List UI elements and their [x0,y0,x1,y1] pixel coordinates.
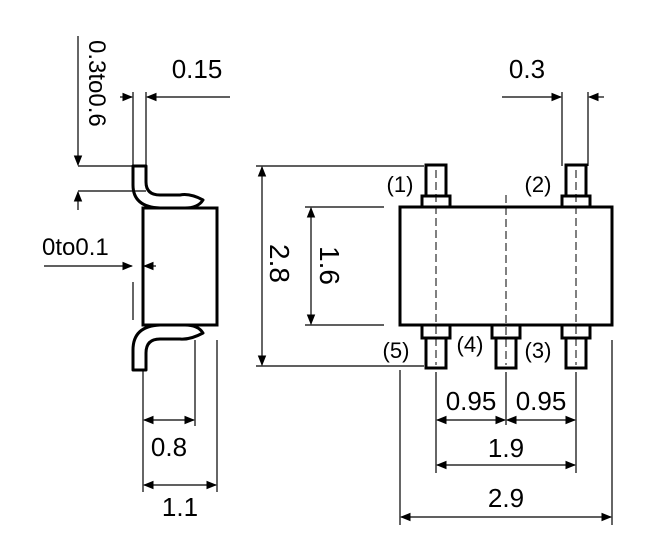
top-view [398,163,614,370]
dim-standoff: 0to0.1 [42,234,109,261]
dim-pin-span: 1.9 [488,433,524,463]
dim-lead-thickness-side: 0.15 [172,54,223,84]
pin2-lead [564,163,588,198]
pin-label-3: (3) [525,338,552,363]
dim-body-length: 2.9 [488,483,524,513]
dim-overall-side-width: 1.1 [162,492,198,522]
hidden-lead-lines [435,170,577,365]
dim-body-width: 1.6 [314,246,345,285]
pin-label-4: (4) [457,332,484,357]
top-dimension-lines [256,92,613,525]
side-top-lead [131,164,205,210]
dim-lead-bend-height: 0.3to0.6 [83,40,110,127]
dim-overall-height: 2.8 [264,244,295,283]
pin1-lead [424,163,448,198]
side-dimension-lines [44,36,230,492]
pin-label-2: (2) [525,172,552,197]
dim-lead-length: 0.8 [151,432,187,462]
side-view [131,164,219,372]
side-bottom-lead [131,323,205,372]
pin-label-5: (5) [383,338,410,363]
pin-labels: (1) (2) (5) (4) (3) [383,172,552,363]
dimension-labels: 0.15 0.3to0.6 0to0.1 0.8 1.1 0.3 2.8 1.6… [42,40,566,522]
dim-lead-width-top: 0.3 [509,54,545,84]
dim-pitch-right: 0.95 [516,386,567,416]
dim-pitch-left: 0.95 [446,386,497,416]
pin-label-1: (1) [387,172,414,197]
